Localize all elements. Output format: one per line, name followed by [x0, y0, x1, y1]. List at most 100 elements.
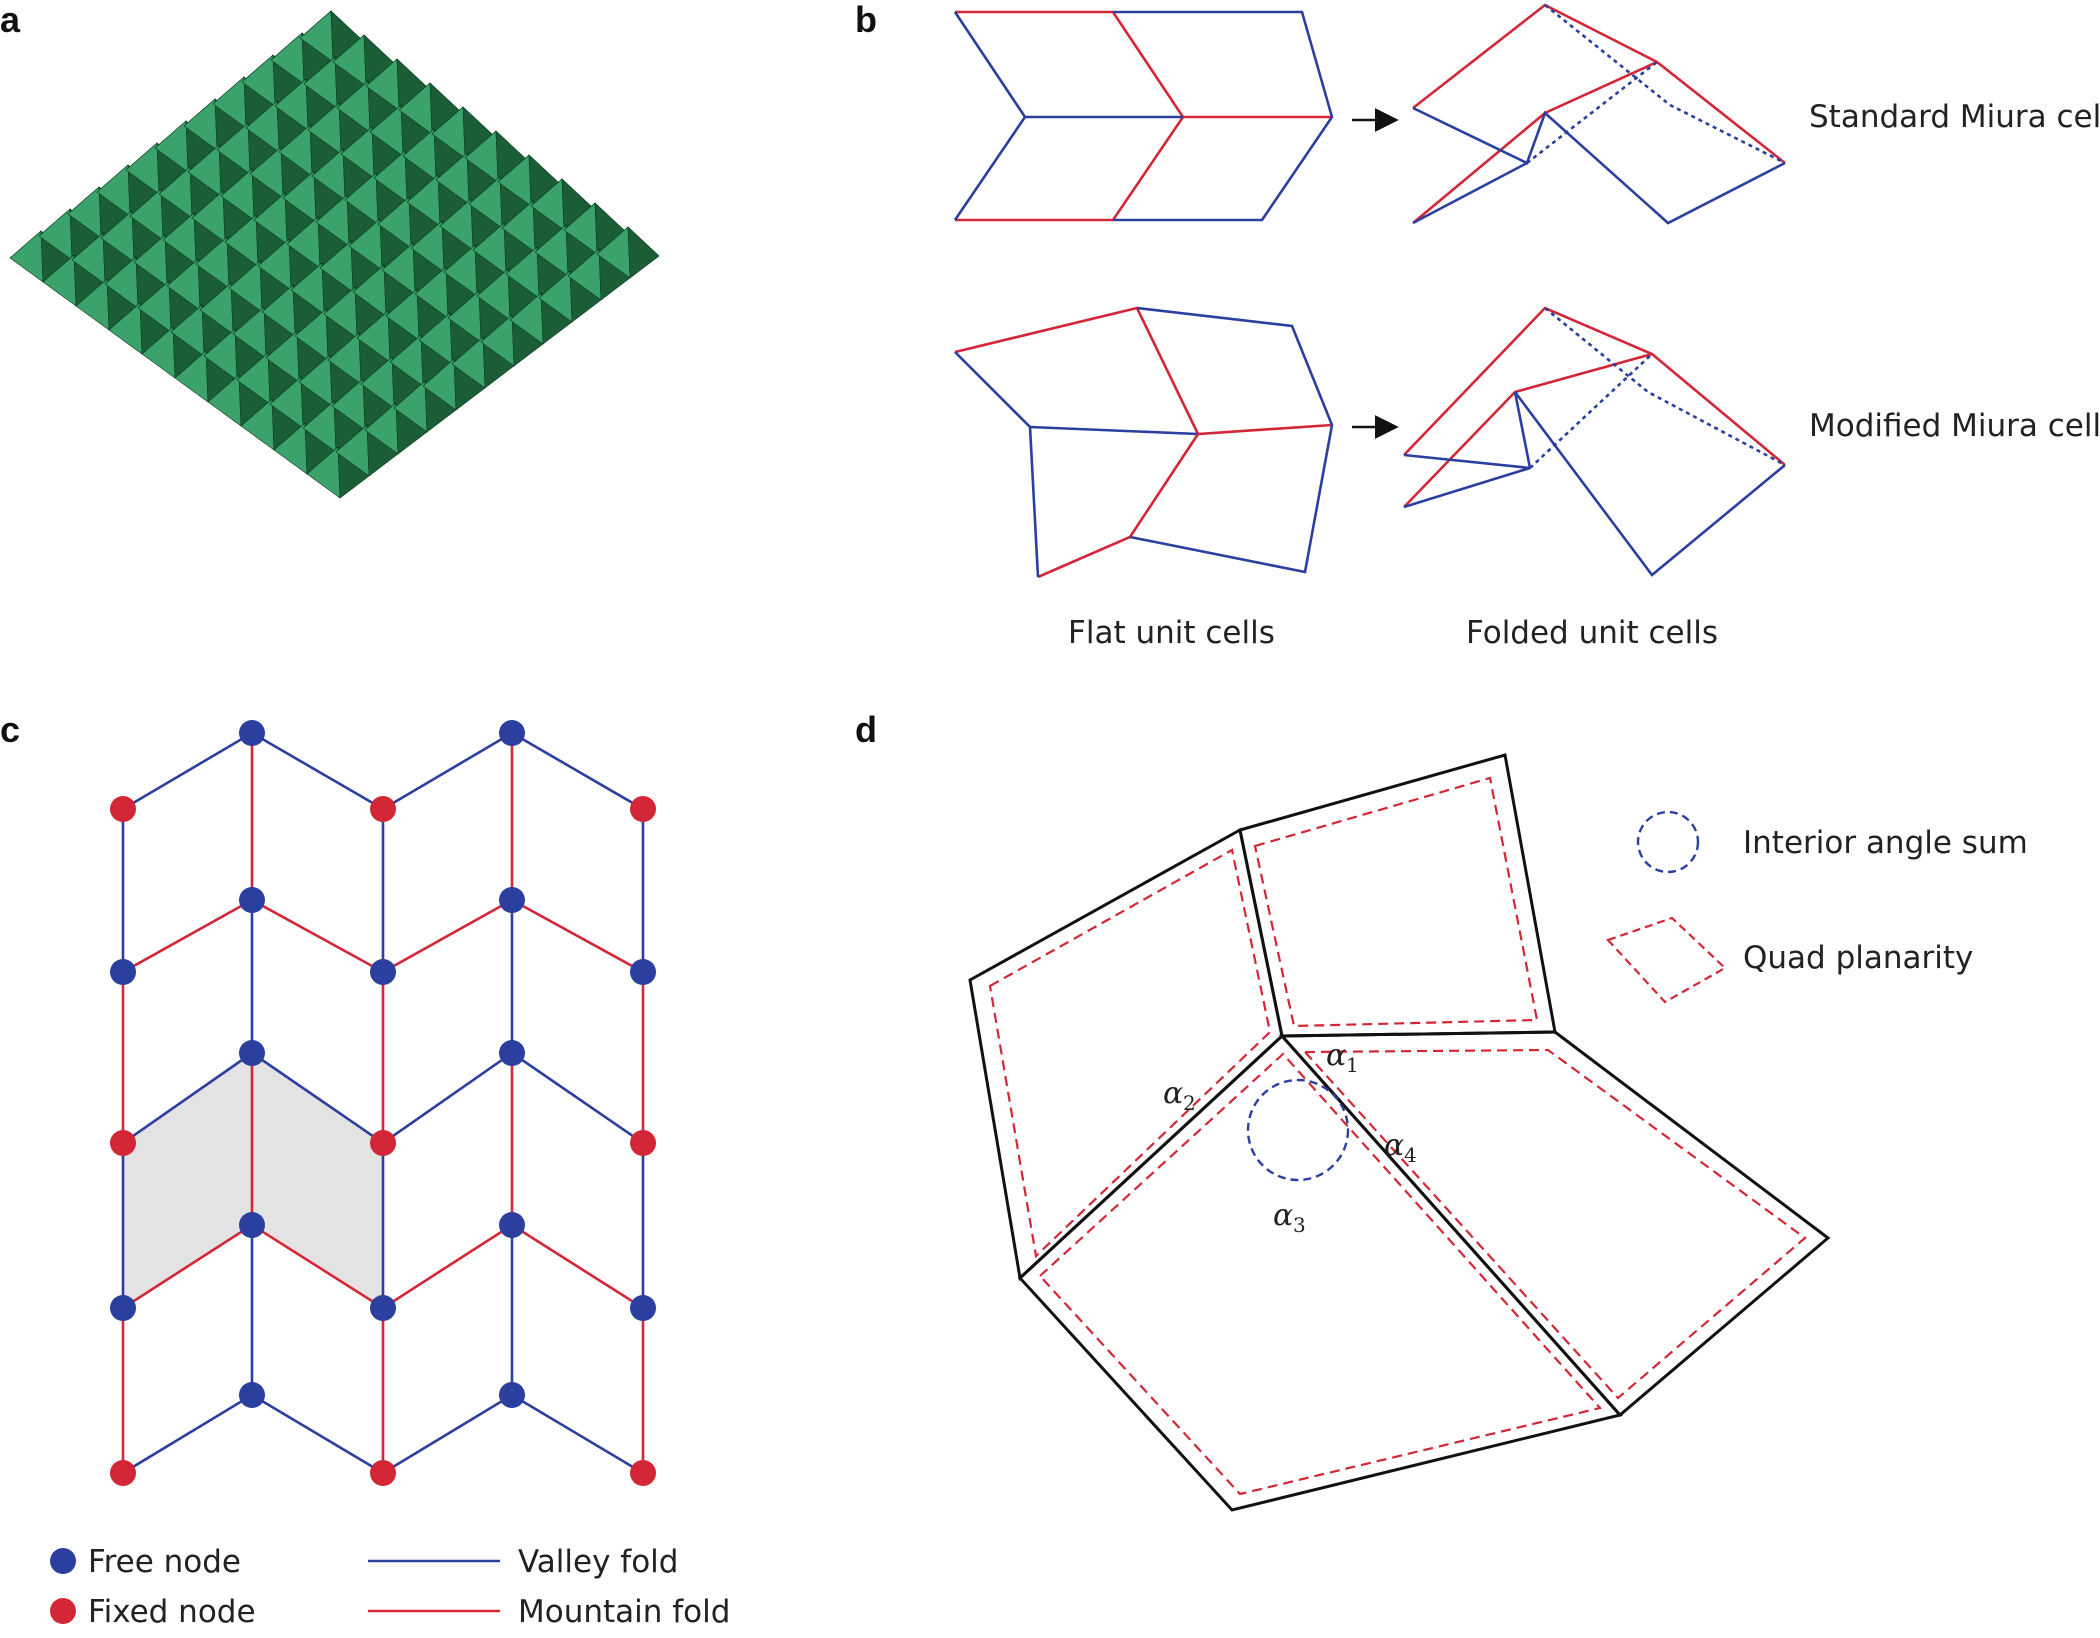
standard-miura-label: Standard Miura cell — [1809, 99, 2100, 135]
svg-text:1: 1 — [1346, 1053, 1359, 1077]
valley-crease — [953, 11, 1027, 221]
free-node — [110, 959, 136, 985]
mountain-fold-line — [382, 898, 513, 974]
valley-fold-line — [511, 731, 644, 811]
fixed-node — [630, 796, 656, 822]
fixed-node — [630, 1460, 656, 1486]
hidden-crease — [1544, 3, 1786, 165]
mountain-fold-line — [511, 898, 644, 974]
mountain-crease — [1403, 352, 1653, 508]
fixed-node — [110, 796, 136, 822]
free-node — [239, 1040, 265, 1066]
free-node — [499, 720, 525, 746]
fixed-node — [630, 1130, 656, 1156]
free-node — [239, 720, 265, 746]
quad-bottom-right — [1278, 1030, 1831, 1418]
miura-sheet-3d — [9, 10, 660, 499]
valley-fold-line — [251, 1393, 384, 1475]
standard-flat-cell — [953, 10, 1334, 222]
free-node — [370, 1295, 396, 1321]
mountain-crease — [954, 306, 1333, 436]
valley-crease — [1129, 306, 1334, 574]
svg-text:4: 4 — [1404, 1143, 1417, 1167]
free-node — [499, 887, 525, 913]
sheet-facet — [627, 226, 660, 279]
free-node — [630, 1295, 656, 1321]
modified-miura-label: Modified Miura cell — [1809, 408, 2100, 444]
panel-b-label: b — [855, 0, 877, 40]
folded-cells-caption: Folded unit cells — [1466, 615, 1718, 651]
shaded-unit-cell — [252, 1053, 383, 1308]
free-node — [110, 1295, 136, 1321]
hidden-crease — [1526, 60, 1658, 165]
valley-crease — [954, 351, 1040, 578]
free-node — [239, 1212, 265, 1238]
modified-flat-cell — [954, 306, 1334, 579]
shaded-unit-cell — [123, 1053, 252, 1308]
free-node — [370, 959, 396, 985]
quad-top-left — [968, 827, 1284, 1281]
free-node-icon — [50, 1548, 76, 1574]
free-node — [239, 887, 265, 913]
hidden-crease — [1529, 353, 1653, 469]
crease-pattern-nodes — [110, 720, 656, 1486]
alpha-1-label: α 1 — [1326, 1038, 1359, 1077]
valley-crease — [1513, 391, 1786, 577]
free-node — [499, 1040, 525, 1066]
free-node — [499, 1382, 525, 1408]
valley-fold-line — [122, 1051, 253, 1145]
alpha-4-label: α 4 — [1384, 1128, 1417, 1167]
valley-fold-line — [122, 1393, 253, 1475]
modified-folded-cell — [1403, 306, 1786, 577]
mountain-crease — [1403, 306, 1786, 466]
quad-bottom-left — [1017, 1033, 1623, 1512]
panel-a-label: a — [0, 0, 21, 40]
svg-text:α: α — [1163, 1076, 1183, 1111]
quad-planarity-icon — [1606, 916, 1727, 1004]
mountain-fold-line — [122, 898, 253, 974]
fixed-node — [110, 1130, 136, 1156]
valley-crease — [1412, 161, 1528, 225]
alpha-3-label: α 3 — [1273, 1198, 1306, 1237]
fixed-node-icon — [50, 1598, 76, 1624]
svg-text:α: α — [1273, 1198, 1293, 1233]
valley-fold-label: Valley fold — [518, 1544, 678, 1580]
panel-d-legend: Interior angle sum Quad planarity — [1606, 810, 2028, 1004]
free-node — [499, 1212, 525, 1238]
alpha-2-label: α 2 — [1163, 1076, 1196, 1115]
valley-fold-line — [382, 1051, 513, 1145]
svg-text:α: α — [1384, 1128, 1404, 1163]
free-node-label: Free node — [88, 1544, 241, 1580]
fixed-node — [370, 796, 396, 822]
mountain-fold-line — [251, 1223, 384, 1310]
free-node — [239, 1382, 265, 1408]
valley-fold-line — [382, 1393, 513, 1475]
svg-text:2: 2 — [1183, 1091, 1196, 1115]
free-node — [630, 959, 656, 985]
panel-c: c Free node Fixed node Valley fold Mount… — [0, 709, 730, 1630]
fixed-node-label: Fixed node — [88, 1594, 256, 1630]
valley-fold-line — [382, 731, 513, 811]
hidden-crease — [1544, 306, 1786, 467]
valley-crease — [1113, 10, 1334, 222]
svg-text:α: α — [1326, 1038, 1346, 1073]
quad-planarity-label: Quad planarity — [1743, 940, 1973, 976]
panel-d: d α 1 α 2 α — [855, 709, 2028, 1512]
mountain-crease — [1037, 433, 1200, 579]
mountain-fold-line — [251, 898, 384, 974]
panel-a: a — [0, 0, 660, 499]
panel-d-label: d — [855, 709, 877, 750]
panel-b: b Standard Miura cell — [855, 0, 2100, 651]
mountain-crease — [1412, 3, 1786, 165]
valley-fold-line — [122, 731, 253, 811]
mountain-crease — [955, 10, 1332, 119]
fixed-node — [110, 1460, 136, 1486]
valley-crease — [1412, 106, 1786, 225]
mountain-fold-line — [511, 1223, 644, 1310]
interior-angle-label: Interior angle sum — [1743, 825, 2028, 861]
svg-text:3: 3 — [1293, 1213, 1306, 1237]
valley-crease — [1029, 425, 1199, 436]
angle-sum-icon — [1636, 810, 1700, 874]
valley-crease — [1403, 453, 1531, 509]
